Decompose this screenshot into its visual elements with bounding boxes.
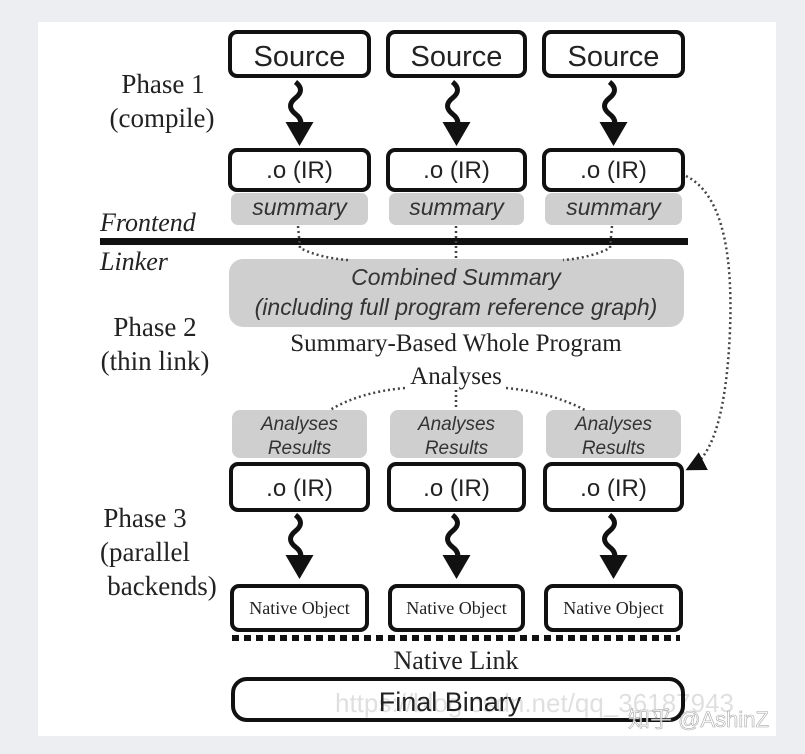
- backend-arrow-icon: [599, 513, 628, 579]
- analyses-results-line1: Analyses: [574, 414, 653, 435]
- ir-box-phase3: [229, 462, 370, 512]
- analyses-results-line2: Results: [268, 438, 332, 459]
- frontend-linker-divider: [100, 238, 688, 245]
- ir-label: .o (IR): [266, 475, 333, 502]
- ir-label: .o (IR): [266, 157, 333, 184]
- source-box: [228, 30, 371, 78]
- native-object-box: [388, 584, 525, 632]
- compile-arrow-icon: [442, 80, 471, 146]
- analyses-results-line2: Results: [582, 438, 646, 459]
- dotted-connectors: [296, 174, 732, 471]
- frontend-label: Frontend: [99, 208, 197, 237]
- summary-box: [545, 193, 682, 225]
- whole-program-line1: Summary-Based Whole Program: [290, 330, 622, 357]
- analyses-results-line1: Analyses: [417, 414, 496, 435]
- ir-box: [542, 148, 685, 192]
- analyses-results-line2: Results: [425, 438, 489, 459]
- ir-box-phase3: [387, 462, 526, 512]
- native-object-label: Native Object: [406, 598, 506, 618]
- csdn-watermark: https://blog.csdn.net/qq_36187943: [335, 688, 734, 718]
- ir-box-phase3: [543, 462, 684, 512]
- zhihu-watermark: 知乎 @AshinZ: [628, 707, 769, 732]
- combined-summary-sub: (including full program reference graph): [255, 294, 658, 320]
- ir-label: .o (IR): [580, 157, 647, 184]
- summary-label: summary: [409, 194, 505, 220]
- analyses-results-box: [390, 410, 523, 458]
- compile-arrow-icon: [285, 80, 314, 146]
- final-binary-label: Final Binary: [379, 687, 522, 717]
- summary-label: summary: [566, 194, 662, 220]
- phase2-title: Phase 2: [113, 312, 196, 342]
- phase3-title: Phase 3: [103, 503, 186, 533]
- analyses-results-box: [232, 410, 367, 458]
- summary-box: [231, 193, 368, 225]
- ir-label: .o (IR): [423, 157, 490, 184]
- native-object-box: [230, 584, 369, 632]
- combined-summary-box: [229, 259, 684, 327]
- phase1-title: Phase 1: [121, 69, 204, 99]
- whole-program-line2: Analyses: [410, 363, 502, 390]
- backend-arrow-icon: [442, 513, 471, 579]
- phase3-sub2: backends): [107, 571, 216, 601]
- ir-label: .o (IR): [423, 475, 490, 502]
- final-binary-box: [231, 677, 685, 722]
- source-box: [542, 30, 685, 78]
- source-box: [386, 30, 527, 78]
- source-label: Source: [411, 41, 503, 73]
- ir-label: .o (IR): [580, 475, 647, 502]
- native-object-box: [544, 584, 683, 632]
- backend-arrow-icon: [285, 513, 314, 579]
- native-object-label: Native Object: [563, 598, 663, 618]
- source-label: Source: [568, 41, 660, 73]
- ir-box: [228, 148, 371, 192]
- source-label: Source: [254, 41, 346, 73]
- phase1-sub: (compile): [110, 103, 215, 133]
- compile-arrow-icon: [599, 80, 628, 146]
- native-link-label: Native Link: [394, 646, 519, 675]
- phase2-sub: (thin link): [101, 346, 210, 376]
- summary-box: [389, 193, 524, 225]
- native-object-label: Native Object: [249, 598, 349, 618]
- ir-box: [386, 148, 527, 192]
- analyses-results-box: [546, 410, 681, 458]
- combined-summary-title: Combined Summary: [351, 264, 562, 290]
- analyses-results-line1: Analyses: [260, 414, 339, 435]
- linker-label: Linker: [99, 247, 169, 276]
- summary-label: summary: [252, 194, 348, 220]
- bypass-arrow: [685, 174, 732, 471]
- phase3-sub1: (parallel: [100, 537, 190, 567]
